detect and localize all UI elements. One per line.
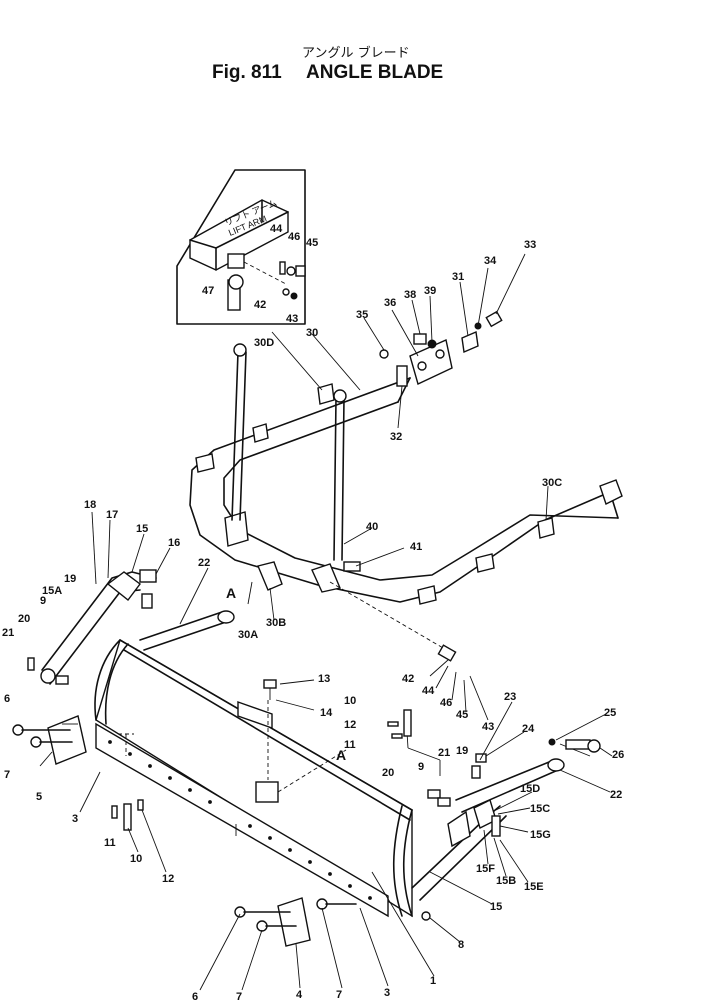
callout-1: 1 xyxy=(430,975,436,987)
callout-25: 25 xyxy=(604,707,616,719)
callout-30B: 30B xyxy=(266,617,286,629)
callout-7-left: 7 xyxy=(4,769,10,781)
figure-number: Fig. 811 xyxy=(212,62,282,83)
callout-30D: 30D xyxy=(254,337,274,349)
callout-labels: 33 34 31 39 38 36 35 44 46 45 47 42 43 3… xyxy=(2,223,624,1003)
callout-16: 16 xyxy=(168,537,180,549)
callout-4: 4 xyxy=(296,989,303,1001)
callout-40: 40 xyxy=(366,521,378,533)
callout-30C: 30C xyxy=(542,477,562,489)
callout-7-bottom-a: 7 xyxy=(236,991,242,1003)
callout-20-left: 20 xyxy=(18,613,30,625)
callout-9-left: 9 xyxy=(40,595,46,607)
callout-44: 44 xyxy=(422,685,435,697)
callout-19-left: 19 xyxy=(64,573,76,585)
callout-34: 34 xyxy=(484,255,497,267)
callout-6-left: 6 xyxy=(4,693,10,705)
callout-38: 38 xyxy=(404,289,416,301)
callout-12-lower: 12 xyxy=(162,873,174,885)
callout-21-left: 21 xyxy=(2,627,14,639)
callout-47: 47 xyxy=(202,285,214,297)
callout-13: 13 xyxy=(318,673,330,685)
callout-20-right: 20 xyxy=(382,767,394,779)
callout-36: 36 xyxy=(384,297,396,309)
blade-1 xyxy=(94,638,413,918)
callout-22-left: 22 xyxy=(198,557,210,569)
callout-10-mid: 10 xyxy=(344,695,356,707)
callout-46-inset: 46 xyxy=(288,231,300,243)
callout-5: 5 xyxy=(36,791,42,803)
callout-43: 43 xyxy=(482,721,494,733)
callout-42-inset: 42 xyxy=(254,299,266,311)
callout-15-right: 15 xyxy=(490,901,502,913)
callout-42: 42 xyxy=(402,673,414,685)
callout-9-right: 9 xyxy=(418,761,424,773)
lower-hardware xyxy=(12,709,431,947)
callout-3-left: 3 xyxy=(72,813,78,825)
callout-22-right: 22 xyxy=(610,789,622,801)
callout-7-bottom-b: 7 xyxy=(336,989,342,1001)
callout-43-inset: 43 xyxy=(286,313,298,325)
callout-15D: 15D xyxy=(520,783,540,795)
callout-44-inset: 44 xyxy=(270,223,283,235)
callout-15-left: 15 xyxy=(136,523,148,535)
callout-41: 41 xyxy=(410,541,422,553)
callout-3-bottom: 3 xyxy=(384,987,390,999)
callout-15C: 15C xyxy=(530,803,550,815)
leader-lines xyxy=(39,331,613,991)
callout-11-mid: 11 xyxy=(344,739,356,751)
view-ref-a-upper: A xyxy=(226,585,236,601)
callout-45-inset: 45 xyxy=(306,237,318,249)
callout-19-right: 19 xyxy=(456,745,468,757)
callout-17: 17 xyxy=(106,509,118,521)
left-arm-assembly xyxy=(27,511,171,685)
callout-23: 23 xyxy=(504,691,516,703)
callout-26: 26 xyxy=(612,749,624,761)
callout-30: 30 xyxy=(306,327,318,339)
right-linkage xyxy=(405,715,601,901)
callout-10-lower: 10 xyxy=(130,853,142,865)
callout-39: 39 xyxy=(424,285,436,297)
callout-15E: 15E xyxy=(524,881,544,893)
struts xyxy=(231,343,457,662)
callout-11-lower: 11 xyxy=(104,837,116,849)
callout-46: 46 xyxy=(440,697,452,709)
cutting-edge-holes xyxy=(108,740,372,900)
push-beams xyxy=(139,567,565,813)
callout-15B: 15B xyxy=(496,875,516,887)
callout-15G: 15G xyxy=(530,829,551,841)
figure-title: ANGLE BLADE xyxy=(306,62,443,83)
callout-30A: 30A xyxy=(238,629,258,641)
callout-8: 8 xyxy=(458,939,464,951)
bracket-parts-top-right xyxy=(363,253,526,429)
main-frame-30 xyxy=(189,365,623,605)
callout-45: 45 xyxy=(456,709,468,721)
view-ref-a-lower: A xyxy=(336,747,346,763)
callout-15F: 15F xyxy=(476,863,495,875)
callout-15A: 15A xyxy=(42,585,62,597)
callout-14: 14 xyxy=(320,707,333,719)
callout-31: 31 xyxy=(452,271,464,283)
callout-33: 33 xyxy=(524,239,536,251)
callout-32: 32 xyxy=(390,431,402,443)
callout-35: 35 xyxy=(356,309,368,321)
callout-6-bottom: 6 xyxy=(192,991,198,1003)
lift-arm-inset: リフト アーム LIFT ARM xyxy=(176,169,306,325)
callout-18: 18 xyxy=(84,499,96,511)
callout-21-right: 21 xyxy=(438,747,450,759)
callout-12-mid: 12 xyxy=(344,719,356,731)
callout-24: 24 xyxy=(522,723,535,735)
japanese-title: アングル ブレード xyxy=(302,45,410,61)
